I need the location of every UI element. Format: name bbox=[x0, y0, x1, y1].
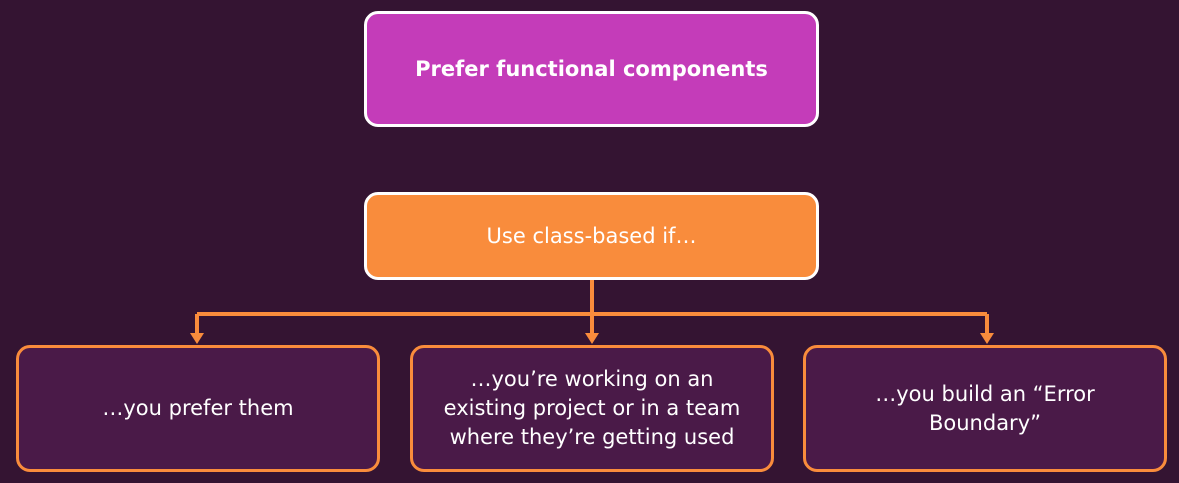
root-node: Prefer functional components bbox=[364, 11, 819, 127]
leaf-node: …you’re working on an existing project o… bbox=[410, 345, 774, 472]
root-node-label: Prefer functional components bbox=[415, 57, 768, 81]
arrowhead-right bbox=[980, 333, 994, 344]
leaf-node-label: …you prefer them bbox=[102, 396, 294, 420]
leaf-node-label: …you’re working on an existing project o… bbox=[443, 367, 741, 449]
arrowhead-center bbox=[585, 333, 599, 344]
arrowhead-left bbox=[190, 333, 204, 344]
branch-node-label: Use class-based if… bbox=[486, 224, 697, 248]
branch-node: Use class-based if… bbox=[364, 192, 819, 280]
leaf-node: …you prefer them bbox=[16, 345, 380, 472]
leaf-node-label: …you build an “Error Boundary” bbox=[875, 381, 1095, 435]
leaf-node: …you build an “Error Boundary” bbox=[803, 345, 1167, 472]
